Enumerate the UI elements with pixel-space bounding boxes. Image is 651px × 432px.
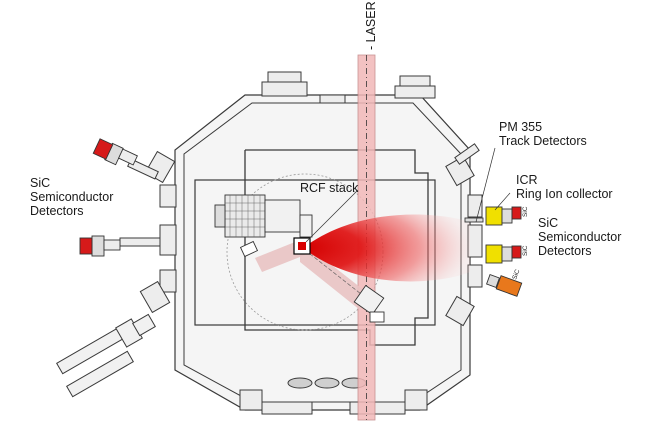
sic-tag-lower: SiC: [522, 245, 529, 256]
pm355-line1: PM 355: [499, 120, 543, 134]
proton-beam-rcf: [255, 240, 305, 272]
icr-line1: ICR: [516, 173, 538, 187]
left-sic-line2: Semiconductor: [30, 190, 114, 204]
inner-breadboard: [244, 149, 429, 346]
right-detectors: [464, 206, 523, 297]
left-sic-label: SiC Semiconductor Detectors: [30, 176, 113, 218]
rcf-stack-apparatus: [214, 194, 385, 323]
left-sic-line3: Detectors: [30, 204, 84, 218]
left-sic-line1: SiC: [30, 176, 51, 190]
icr-collector-upper: [485, 206, 503, 226]
right-flanges: [445, 143, 483, 327]
left-flanges: [119, 150, 177, 314]
pm355-label: PM 355 Track Detectors: [499, 120, 587, 148]
leader-lines: [305, 147, 511, 243]
vacuum-pump: [56, 313, 156, 398]
pm355-line2: Track Detectors: [499, 134, 587, 148]
right-sic-line1: SiC: [538, 216, 559, 230]
top-flanges: [261, 71, 436, 104]
sic-tag-upper: SiC: [522, 206, 529, 217]
right-sic-label: SiC Semiconductor Detectors: [538, 216, 621, 258]
rcf-stack-label: RCF stack: [300, 181, 359, 195]
icr-collector-lower: [485, 244, 503, 264]
right-sic-line3: Detectors: [538, 244, 592, 258]
right-sic-line2: Semiconductor: [538, 230, 622, 244]
pm355-detector: [464, 217, 484, 223]
icr-line2: Ring Ion collector: [516, 187, 613, 201]
sic-detector-orange: [495, 275, 523, 297]
plasma-plume: [303, 214, 470, 282]
left-detectors: [79, 138, 138, 257]
icr-label: ICR Ring Ion collector: [516, 173, 613, 201]
sic-tag-orange: SiC: [511, 268, 521, 281]
laser-label: - LASER: [364, 1, 378, 50]
